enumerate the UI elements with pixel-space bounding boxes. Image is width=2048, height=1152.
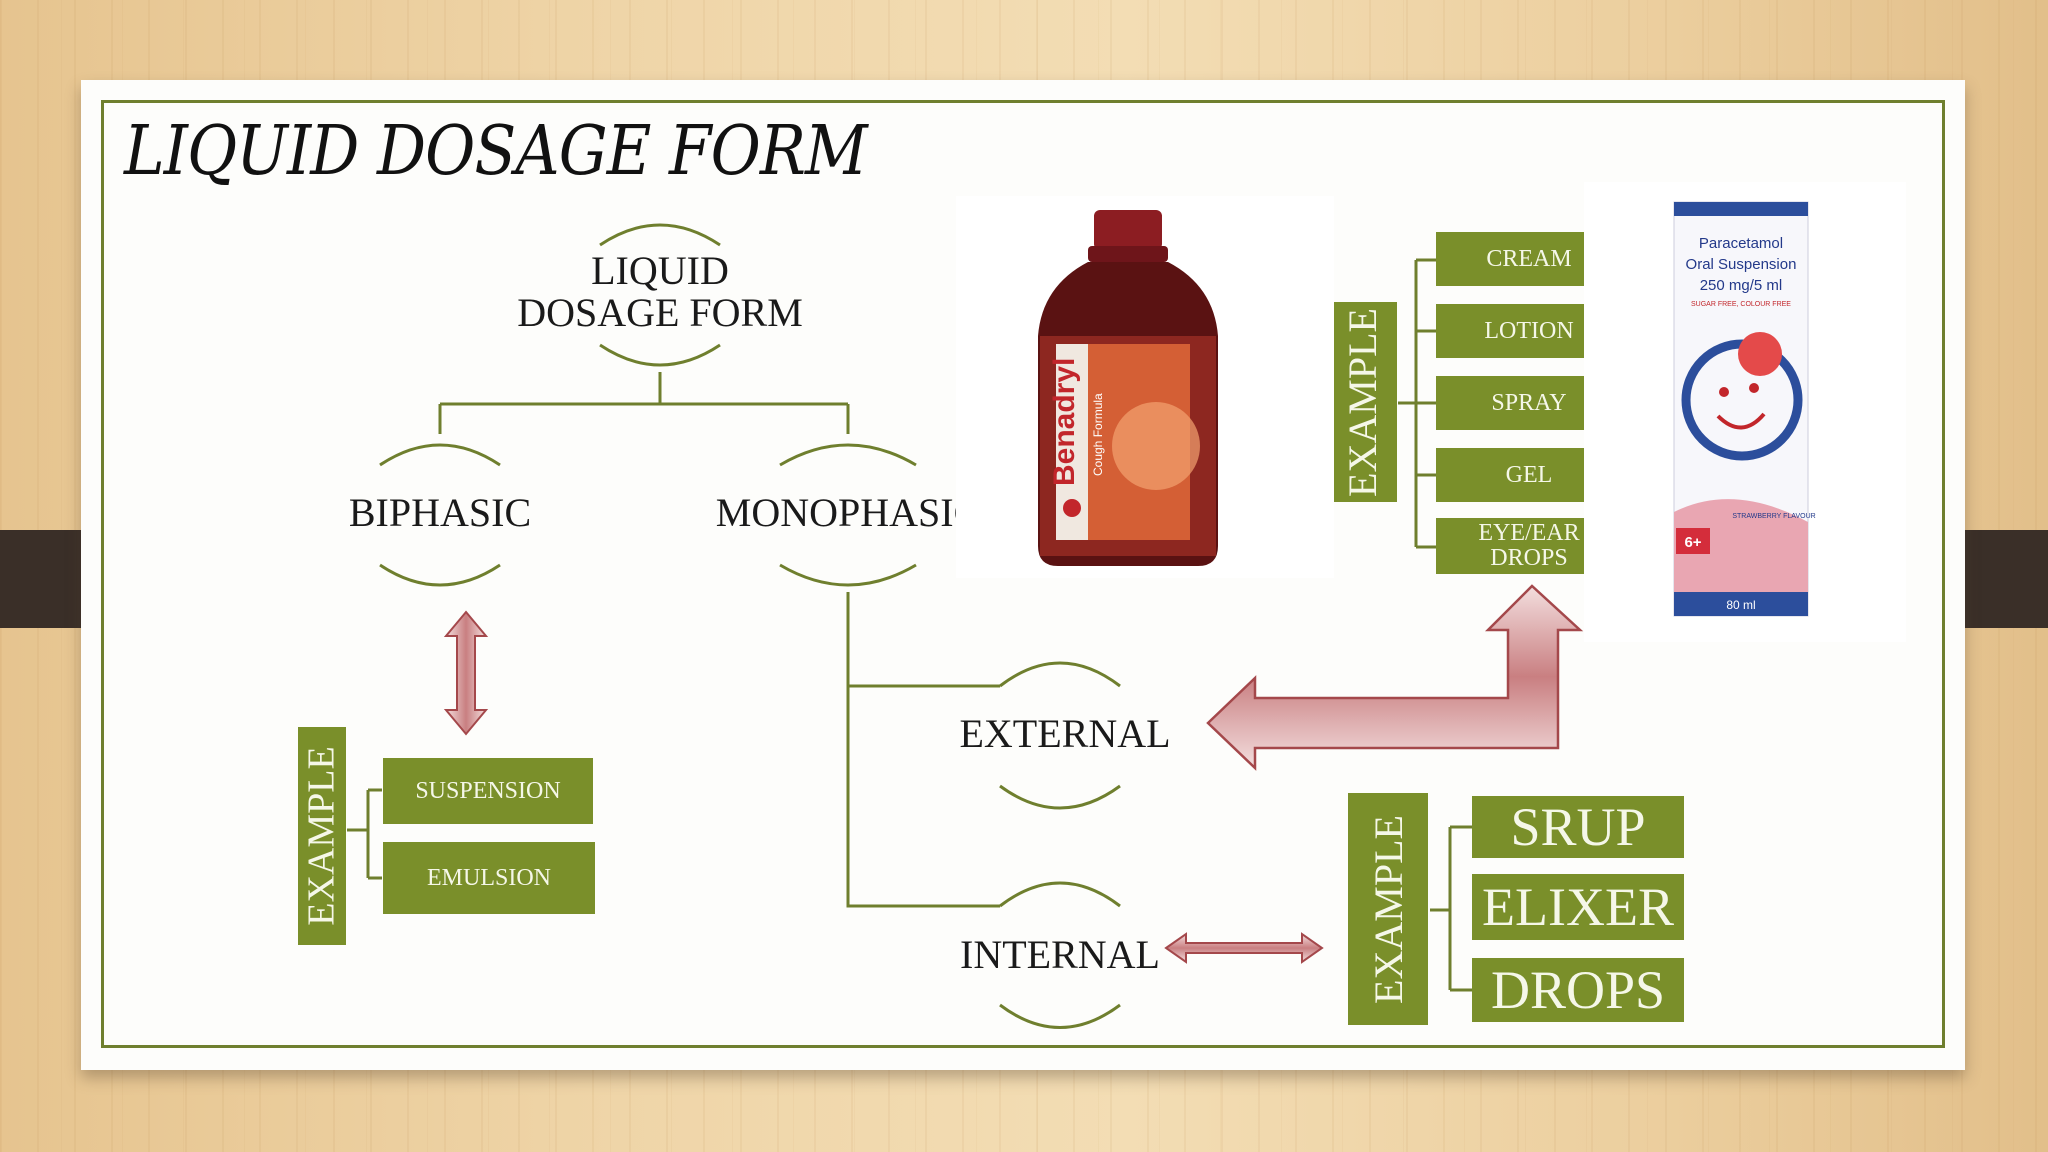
- slide-title: LIQUID DOSAGE FORM: [124, 112, 868, 191]
- benadryl-bottle-image: Benadryl Cough Formula: [956, 196, 1334, 578]
- monophasic-arc-bottom: [779, 563, 917, 587]
- root-arc-top: [599, 223, 721, 247]
- paracetamol-line2: Oral Suspension: [1686, 256, 1797, 273]
- external-arc-bottom: [999, 784, 1121, 810]
- biphasic-example-bracket: [347, 788, 382, 880]
- paracetamol-age-badge: 6+: [1684, 534, 1701, 551]
- paracetamol-line1: Paracetamol: [1699, 235, 1783, 252]
- biphasic-example-label: EXAMPLE: [298, 727, 346, 945]
- internal-example-bracket: [1430, 825, 1472, 992]
- external-node: EXTERNAL: [959, 711, 1171, 756]
- paracetamol-box-image: Paracetamol Oral Suspension 250 mg/5 ml …: [1584, 182, 1906, 642]
- internal-node: INTERNAL: [960, 932, 1160, 977]
- external-example-label: EXAMPLE: [1327, 302, 1397, 502]
- external-bent-arrow: [1206, 584, 1584, 771]
- paracetamol-flavour: STRAWBERRY FLAVOUR: [1732, 513, 1815, 520]
- monophasic-node: MONOPHASIC: [715, 490, 981, 535]
- biphasic-arc-bottom: [379, 563, 501, 587]
- paracetamol-volume: 80 ml: [1726, 598, 1755, 612]
- external-arc-top: [999, 661, 1121, 688]
- root-node: LIQUID DOSAGE FORM: [517, 248, 803, 335]
- paracetamol-line3: 250 mg/5 ml: [1700, 277, 1783, 294]
- example-box-emulsion: EMULSION: [383, 842, 595, 914]
- example-box-suspension: SUSPENSION: [383, 758, 593, 824]
- root-arc-bottom: [599, 343, 721, 367]
- biphasic-double-arrow: [443, 610, 489, 736]
- benadryl-brand-text: Benadryl: [1048, 358, 1081, 486]
- biphasic-node: BIPHASIC: [348, 490, 532, 535]
- biphasic-arc-top: [379, 443, 501, 467]
- internal-double-arrow: [1164, 932, 1324, 964]
- monophasic-arc-top: [779, 443, 917, 467]
- internal-example-label: EXAMPLE: [1348, 793, 1428, 1025]
- internal-arc-top: [999, 881, 1121, 908]
- example-box-drops: DROPS: [1472, 958, 1684, 1022]
- external-example-bracket: [1398, 258, 1436, 549]
- example-box-srup: SRUP: [1472, 796, 1684, 858]
- paracetamol-line4: SUGAR FREE, COLOUR FREE: [1691, 301, 1791, 308]
- example-box-elixer: ELIXER: [1472, 874, 1684, 940]
- benadryl-sub-text: Cough Formula: [1091, 393, 1105, 476]
- tree-root-stem: [438, 372, 850, 434]
- slide-frame: [101, 100, 1945, 1048]
- internal-arc-bottom: [999, 1003, 1121, 1029]
- monophasic-branches: [846, 592, 1000, 908]
